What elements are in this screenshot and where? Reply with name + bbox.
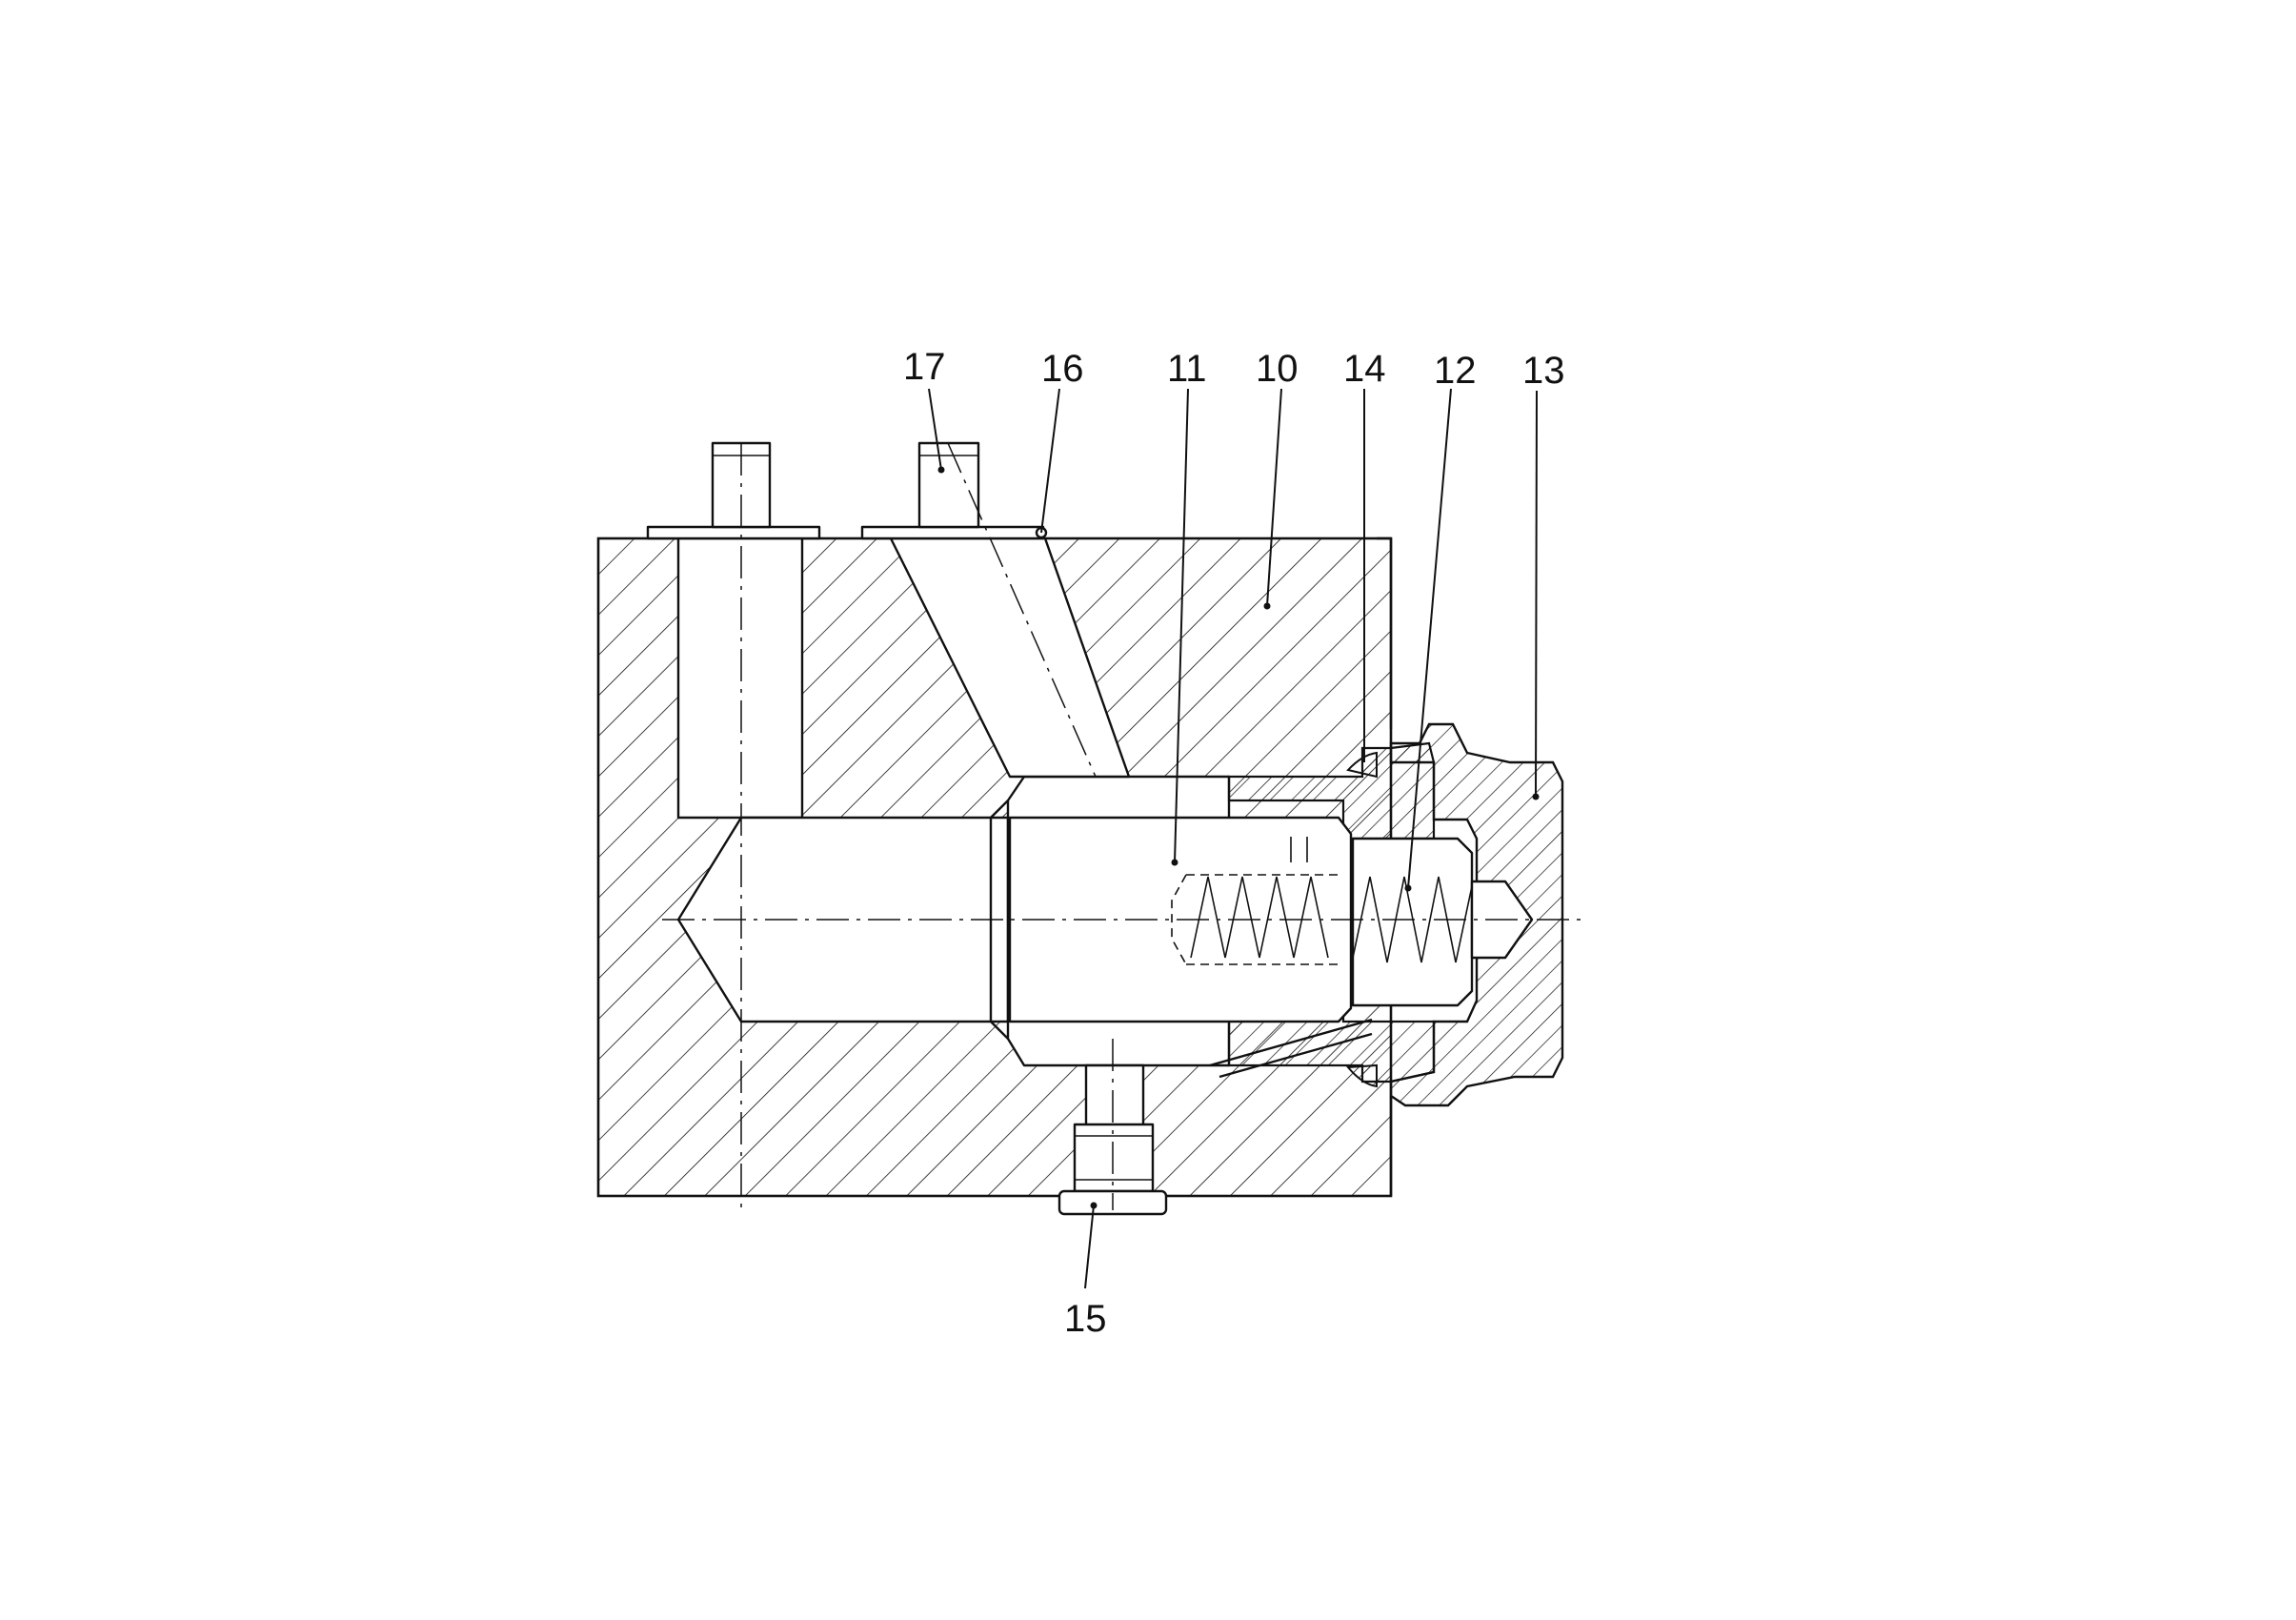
label-14: 14 bbox=[1343, 348, 1386, 390]
seal-rings bbox=[1209, 751, 1378, 1088]
leader-lines bbox=[928, 388, 1540, 1289]
reference-numerals: 17 16 11 10 14 12 13 15 bbox=[903, 346, 1565, 1340]
cap-plug bbox=[1351, 722, 1564, 1107]
label-11: 11 bbox=[1167, 348, 1207, 390]
top-fittings bbox=[646, 441, 1048, 540]
label-15: 15 bbox=[1064, 1298, 1107, 1340]
label-17: 17 bbox=[903, 346, 946, 388]
label-12: 12 bbox=[1434, 350, 1477, 392]
label-16: 16 bbox=[1041, 348, 1084, 390]
center-lines bbox=[662, 442, 1586, 1215]
label-13: 13 bbox=[1522, 350, 1565, 392]
label-10: 10 bbox=[1256, 348, 1299, 390]
